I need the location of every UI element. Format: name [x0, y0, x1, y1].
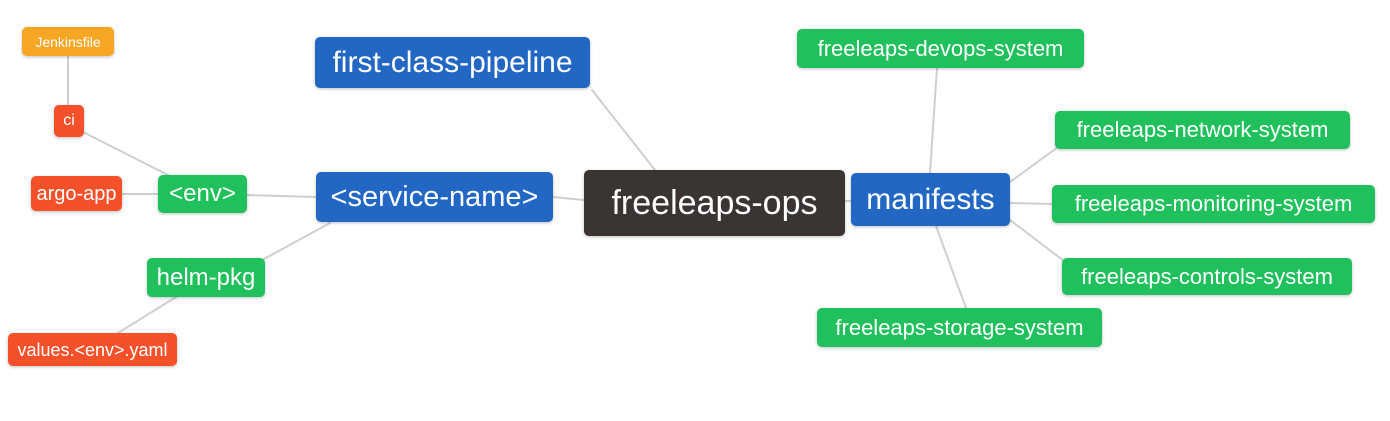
node-service-name[interactable]: <service-name> [316, 172, 553, 222]
node-freeleaps-devops-system[interactable]: freeleaps-devops-system [797, 29, 1084, 68]
edge-values-env-yaml-helm-pkg [117, 296, 177, 334]
edge-manifests-freeleaps-storage-system [935, 225, 967, 309]
edge-service-name-freeleaps-ops [552, 196, 585, 201]
node-freeleaps-ops[interactable]: freeleaps-ops [584, 170, 845, 236]
node-first-class-pipeline[interactable]: first-class-pipeline [315, 37, 590, 88]
node-values-env-yaml[interactable]: values.<env>.yaml [8, 333, 177, 366]
node-freeleaps-controls-system[interactable]: freeleaps-controls-system [1062, 258, 1352, 295]
node-manifests[interactable]: manifests [851, 173, 1010, 226]
edge-manifests-freeleaps-network-system [1009, 146, 1059, 183]
edge-first-class-pipeline-freeleaps-ops [591, 89, 656, 171]
edge-ci-env [84, 132, 171, 177]
node-argo-app[interactable]: argo-app [31, 176, 122, 211]
node-freeleaps-network-system[interactable]: freeleaps-network-system [1055, 111, 1350, 149]
node-env[interactable]: <env> [158, 175, 247, 213]
edge-manifests-freeleaps-monitoring-system [1009, 202, 1053, 205]
edge-helm-pkg-service-name [263, 222, 331, 260]
edge-manifests-freeleaps-devops-system [929, 67, 938, 174]
node-ci[interactable]: ci [54, 105, 84, 137]
edge-manifests-freeleaps-controls-system [1009, 219, 1065, 262]
edge-env-service-name [246, 194, 317, 198]
node-freeleaps-storage-system[interactable]: freeleaps-storage-system [817, 308, 1102, 347]
node-jenkinsfile[interactable]: Jenkinsfile [22, 27, 114, 56]
node-freeleaps-monitoring-system[interactable]: freeleaps-monitoring-system [1052, 185, 1375, 223]
node-helm-pkg[interactable]: helm-pkg [147, 258, 265, 297]
